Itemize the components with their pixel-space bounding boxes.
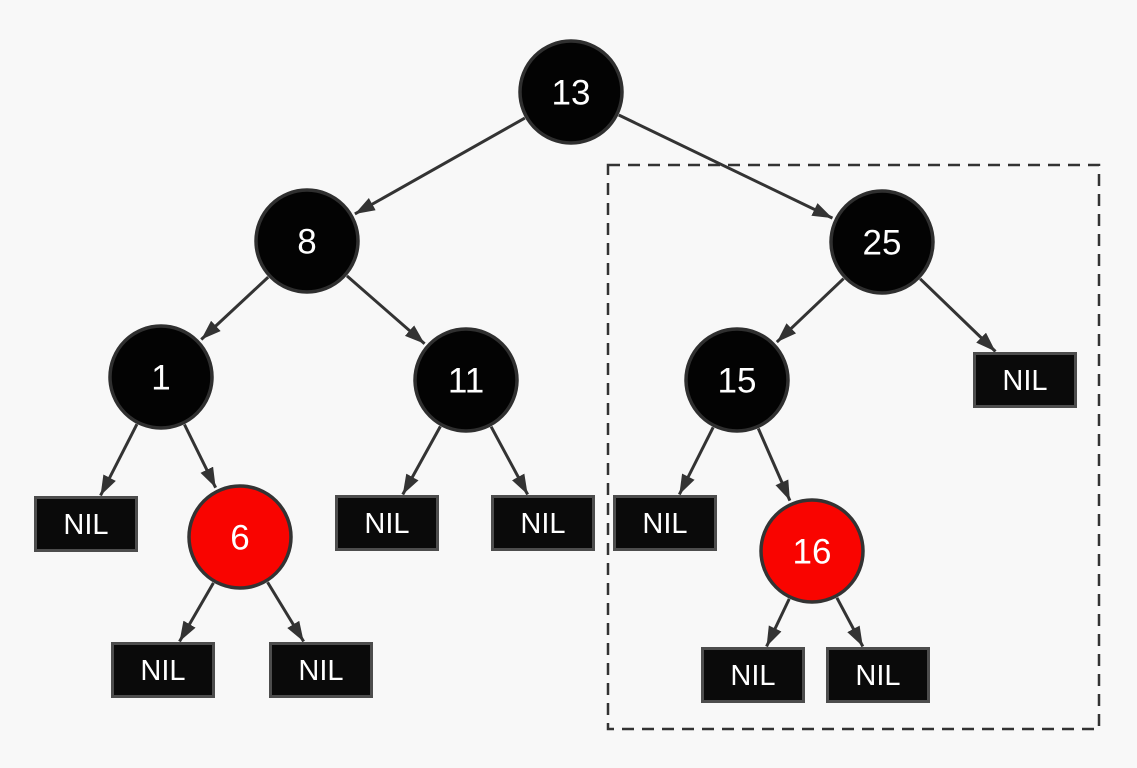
tree-edge-n16-nilH: [765, 598, 791, 648]
tree-node-8-black: [254, 188, 360, 294]
tree-edge-n15-n16: [756, 427, 792, 502]
tree-edge-n11-nilB: [401, 425, 442, 496]
tree-node-label-15: 15: [718, 361, 757, 400]
tree-node-label-16: 16: [793, 532, 832, 571]
nil-leaf-label: NIL: [642, 508, 687, 540]
tree-edge-n1-n6: [183, 423, 217, 489]
nil-leaf-label: NIL: [1002, 365, 1047, 397]
tree-edge-n8-n1: [200, 276, 270, 341]
nil-leaf-box: [111, 642, 215, 698]
tree-node-label-11: 11: [448, 361, 484, 400]
nil-leaf-label: NIL: [63, 509, 108, 541]
tree-node-label-1: 1: [151, 358, 170, 397]
tree-edge-n13-n25: [618, 113, 834, 220]
tree-node-25-black: [829, 189, 935, 295]
nil-leaf-label: NIL: [520, 508, 565, 540]
nil-leaf-box: [613, 495, 717, 551]
tree-edge-n25-nilE: [919, 277, 997, 353]
tree-node-6-red: [187, 484, 293, 590]
tree-edge-n11-nilC: [489, 425, 529, 496]
nil-leaf-box: [335, 495, 439, 551]
tree-edge-n16-nilI: [835, 597, 865, 648]
tree-node-label-13: 13: [552, 73, 591, 112]
nil-leaf-box: [973, 352, 1077, 408]
nil-leaf-box: [491, 495, 595, 551]
tree-node-label-8: 8: [297, 222, 316, 261]
tree-edge-n6-nilF: [178, 582, 215, 643]
nil-leaf-box: [701, 647, 805, 703]
nil-leaf-label: NIL: [364, 508, 409, 540]
nil-leaf-box: [34, 496, 138, 552]
tree-node-15-black: [684, 327, 790, 433]
tree-edge-n8-n11: [345, 274, 426, 345]
tree-node-label-25: 25: [863, 223, 902, 262]
nil-leaf-box: [826, 647, 930, 703]
tree-node-11-black: [413, 327, 519, 433]
tree-node-label-6: 6: [230, 518, 249, 557]
tree-edge-n25-n15: [775, 277, 845, 344]
nil-leaf-label: NIL: [140, 655, 185, 687]
tree-node-1-black: [108, 324, 214, 430]
nil-leaf-label: NIL: [730, 660, 775, 692]
tree-edge-n6-nilG: [266, 581, 305, 643]
tree-edge-n13-n8: [354, 116, 526, 216]
tree-node-16-red: [759, 498, 865, 604]
nil-leaf-label: NIL: [298, 655, 343, 687]
nil-leaf-label: NIL: [855, 660, 900, 692]
subtree-highlight-region: [606, 163, 1101, 731]
tree-node-13-black: [518, 39, 624, 145]
tree-edge-n1-nilA: [99, 423, 139, 497]
tree-edge-n15-nilD: [678, 426, 715, 496]
nil-leaf-box: [269, 642, 373, 698]
